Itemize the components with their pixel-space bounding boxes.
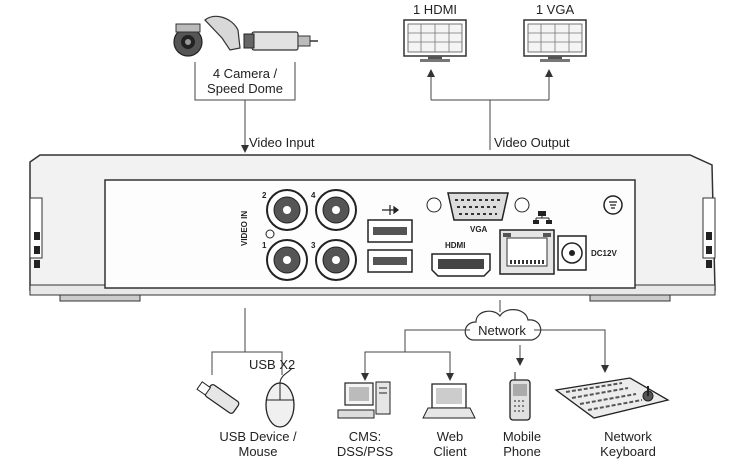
vga-port xyxy=(426,192,530,221)
web-client-label-line2: Client xyxy=(433,444,467,459)
usb-device-label-line2: Mouse xyxy=(238,444,277,459)
network-keyboard-label-line1: Network xyxy=(604,429,652,444)
bnc-connector-1 xyxy=(266,239,308,281)
network-keyboard-label-line2: Keyboard xyxy=(600,444,656,459)
network-symbol-icon xyxy=(533,211,552,224)
hdmi-port xyxy=(431,253,491,277)
video-input-label: Video Input xyxy=(249,135,315,150)
usb-port-lower xyxy=(367,249,413,273)
bnc-number-3: 3 xyxy=(311,241,316,250)
video-in-panel-label: VIDEO IN xyxy=(240,211,249,246)
dc-power-label: DC12V xyxy=(591,249,617,258)
cms-label-line2: DSS/PSS xyxy=(337,444,394,459)
video-output-label: Video Output xyxy=(494,135,570,150)
vga-port-label: VGA xyxy=(470,225,488,234)
hdmi-monitor-label: 1 HDMI xyxy=(413,2,457,17)
web-client-label-line1: Web xyxy=(437,429,464,444)
desktop-computer-icon xyxy=(337,381,391,419)
usb-port-upper xyxy=(367,219,413,243)
hdmi-port-label: HDMI xyxy=(445,241,465,250)
usb-x2-label: USB X2 xyxy=(249,357,295,372)
bnc-number-2: 2 xyxy=(262,191,267,200)
cms-label-line1: CMS: xyxy=(349,429,382,444)
usb-flash-drive-icon xyxy=(196,381,240,414)
ground-symbol-icon xyxy=(265,229,275,239)
bnc-number-4: 4 xyxy=(311,191,316,200)
laptop-icon xyxy=(422,383,476,419)
network-cloud-icon xyxy=(464,309,542,341)
mouse-icon xyxy=(265,367,295,428)
network-keyboard-icon xyxy=(554,377,670,419)
bnc-connector-3 xyxy=(315,239,357,281)
camera-label-line1: 4 Camera / xyxy=(213,66,278,81)
ethernet-port xyxy=(499,229,555,275)
network-label: Network xyxy=(478,323,526,338)
dc-power-jack xyxy=(557,235,587,271)
mobile-phone-icon xyxy=(509,372,531,421)
usb-device-label-line1: USB Device / xyxy=(219,429,297,444)
mobile-phone-label-line1: Mobile xyxy=(503,429,541,444)
vga-monitor-icon xyxy=(523,19,587,62)
bnc-number-1: 1 xyxy=(262,241,267,250)
bullet-camera-icon xyxy=(243,31,318,51)
usb-symbol-icon xyxy=(382,205,399,215)
speed-dome-camera-icon xyxy=(173,15,241,57)
mobile-phone-label-line2: Phone xyxy=(503,444,541,459)
hdmi-monitor-icon xyxy=(403,19,467,62)
vga-monitor-label: 1 VGA xyxy=(536,2,575,17)
ground-screw-icon xyxy=(603,195,623,215)
camera-label-line2: Speed Dome xyxy=(207,81,283,96)
bnc-connector-2 xyxy=(266,189,308,231)
bnc-connector-4 xyxy=(315,189,357,231)
